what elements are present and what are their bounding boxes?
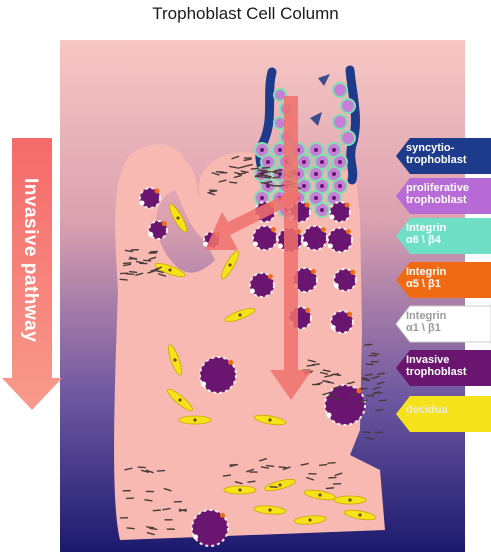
integrin-dot: [330, 215, 335, 220]
integrin-dot: [268, 274, 273, 279]
integrin-dot: [228, 360, 233, 365]
fibre-streak: [145, 500, 152, 501]
fibre-streak: [366, 374, 373, 375]
integrin-dot: [155, 189, 160, 194]
cell-nucleus: [320, 208, 324, 212]
fibre-streak: [248, 481, 255, 482]
fibre-streak: [150, 252, 157, 253]
fibre-streak: [267, 466, 274, 467]
stromal-cell: [179, 416, 211, 424]
fibre-streak: [264, 177, 271, 178]
integrin-dot: [148, 232, 153, 237]
cell-nucleus: [320, 184, 324, 188]
proliferative-cell: [333, 83, 347, 97]
legend-item-syncytiotrophoblast: syncytio- trophoblast: [406, 142, 491, 166]
cell-nucleus: [338, 184, 342, 188]
legend-item-invasive: Invasive trophoblast: [406, 354, 491, 378]
integrin-dot: [278, 244, 283, 249]
cell-nucleus: [302, 184, 306, 188]
fibre-streak: [130, 272, 137, 273]
cell-nucleus: [302, 160, 306, 164]
integrin-dot: [327, 413, 332, 418]
proliferative-cell: [341, 99, 355, 113]
legend-item-integrin-a1b1: Integrin α1 \ β1: [406, 310, 491, 334]
fibre-streak: [120, 279, 127, 280]
fibre-streak: [275, 170, 282, 171]
fibre-streak: [279, 467, 286, 468]
fibre-streak: [144, 260, 151, 261]
legend-item-integrin-a6b4: Integrin α6 \ β4: [406, 222, 491, 246]
fibre-streak: [326, 488, 333, 489]
proliferative-cell: [333, 115, 347, 129]
integrin-dot: [303, 242, 308, 247]
integrin-dot: [271, 227, 276, 232]
fibre-streak: [320, 465, 327, 466]
integrin-dot: [201, 382, 206, 387]
invasive-pathway-label: Invasive pathway: [14, 150, 46, 370]
legend-item-proliferative: proliferative trophoblast: [406, 182, 491, 206]
cell-nucleus: [260, 196, 264, 200]
integrin-dot: [193, 535, 198, 540]
cell-nucleus: [314, 172, 318, 176]
fibre-streak: [307, 365, 314, 366]
fibre-streak: [329, 477, 336, 478]
integrin-dot: [345, 203, 350, 208]
fibre-streak: [150, 528, 157, 529]
fibre-streak: [379, 400, 386, 401]
integrin-dot: [346, 229, 351, 234]
integrin-dot: [305, 308, 310, 313]
integrin-dot: [162, 221, 167, 226]
cell-nucleus: [332, 196, 336, 200]
integrin-dot: [253, 242, 258, 247]
fibre-streak: [256, 175, 263, 176]
cell-nucleus: [266, 160, 270, 164]
cell-nucleus: [278, 148, 282, 152]
stromal-cell: [224, 486, 256, 494]
integrin-dot: [305, 203, 310, 208]
fibre-streak: [365, 344, 372, 345]
fibre-streak: [127, 528, 134, 529]
fibre-streak: [251, 168, 258, 169]
fibre-streak: [230, 182, 237, 183]
integrin-dot: [328, 244, 333, 249]
cell-nucleus: [338, 160, 342, 164]
diagram-title: Trophoblast Cell Column: [0, 4, 491, 24]
integrin-dot: [321, 227, 326, 232]
cell-nucleus: [332, 172, 336, 176]
cell-nucleus: [314, 196, 318, 200]
proliferative-cell: [341, 131, 355, 145]
fibre-streak: [153, 510, 160, 511]
integrin-dot: [350, 270, 355, 275]
integrin-dot: [311, 269, 316, 274]
integrin-dot: [250, 289, 255, 294]
legend-item-integrin-a5b1: Integrin α5 \ β1: [406, 266, 491, 290]
fibre-streak: [124, 263, 131, 264]
integrin-dot: [140, 201, 145, 206]
integrin-dot: [334, 283, 339, 288]
fibre-streak: [363, 432, 370, 433]
cell-nucleus: [332, 148, 336, 152]
invasive-pathway-text: Invasive pathway: [19, 178, 41, 342]
legend-item-decidua: decidua: [406, 404, 491, 416]
cell-nucleus: [314, 148, 318, 152]
integrin-dot: [347, 312, 352, 317]
stromal-cell: [334, 496, 366, 504]
cell-nucleus: [260, 148, 264, 152]
integrin-dot: [220, 513, 225, 518]
fibre-streak: [261, 183, 268, 184]
cell-nucleus: [320, 160, 324, 164]
integrin-dot: [331, 325, 336, 330]
